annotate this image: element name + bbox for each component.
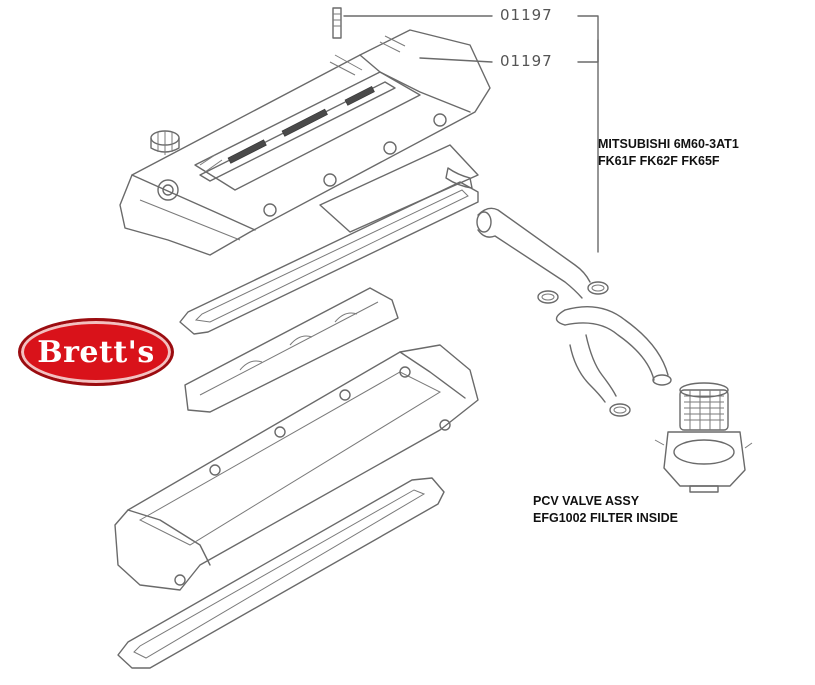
hose-fitting (445, 167, 473, 189)
hose-clamp-4 (652, 374, 672, 386)
oil-baffle-plate (184, 287, 399, 413)
oil-filler-cap (150, 130, 180, 155)
pcv-valve-label: PCV VALVE ASSY EFG1002 FILTER INSIDE (533, 493, 678, 527)
logo-text: Brett's (37, 334, 155, 370)
hose-clamp-3 (609, 403, 631, 417)
rocker-case (114, 344, 479, 591)
hose-clamp-1 (537, 290, 559, 304)
rocker-cover (119, 29, 491, 256)
breather-hose-upper (476, 207, 591, 299)
breather-hose-lower (555, 305, 669, 403)
pcv-valve-assy (654, 382, 753, 493)
filter-part-line: EFG1002 FILTER INSIDE (533, 511, 678, 525)
truck-models-line: FK61F FK62F FK65F (598, 154, 720, 168)
part-number-callout-second: 01197 (500, 52, 553, 70)
rocker-case-gasket (117, 477, 445, 669)
part-number-callout-top: 01197 (500, 6, 553, 24)
hose-clamp-2 (587, 281, 609, 295)
callout-leaders (343, 15, 599, 253)
pcv-valve-title: PCV VALVE ASSY (533, 494, 640, 508)
rocker-cover-gasket (179, 144, 479, 335)
engine-model-line: MITSUBISHI 6M60-3AT1 (598, 137, 739, 151)
engine-model-label: MITSUBISHI 6M60-3AT1 FK61F FK62F FK65F (598, 136, 739, 170)
bretts-logo: Brett's (18, 318, 174, 386)
cover-bolt-top (332, 7, 342, 39)
